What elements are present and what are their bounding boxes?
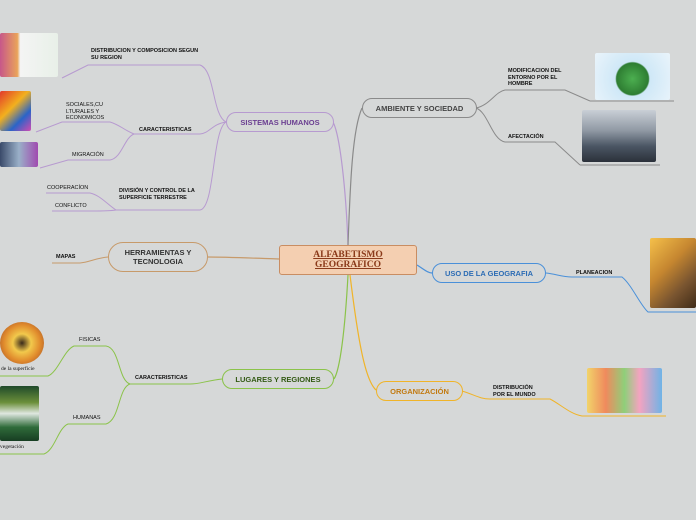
topic-lugares-regiones[interactable]: LUGARES Y REGIONES [222, 369, 334, 389]
link-sistemas [332, 121, 349, 246]
subtopic-conflicto[interactable]: CONFLICTO [55, 203, 87, 209]
signpost-thumbnail[interactable] [650, 238, 696, 308]
link-organizacion [349, 274, 377, 391]
world-map-thumbnail[interactable] [587, 368, 662, 413]
link-lugares [333, 274, 349, 380]
subtopic-fisicas[interactable]: FISICAS [79, 337, 101, 343]
topic-ambiente-sociedad[interactable]: AMBIENTE Y SOCIEDAD [362, 98, 477, 118]
culture-art-thumbnail[interactable] [0, 91, 31, 131]
green-globe-thumbnail[interactable] [595, 53, 670, 100]
topic-herramientas-tecnologia[interactable]: HERRAMIENTAS Y TECNOLOGIA [108, 242, 208, 272]
link-ambiente [347, 107, 363, 246]
vegetation-thumbnail[interactable] [0, 386, 39, 441]
region-photo-thumbnail[interactable] [0, 33, 58, 77]
subtopic-distribucion-mundo[interactable]: DISTRIBUCIÓN POR EL MUNDO [493, 385, 536, 398]
subtopic-caracteristicas-lr[interactable]: CARACTERISTICAS [135, 375, 188, 381]
migration-photo-thumbnail[interactable] [0, 142, 38, 167]
subtopic-modificacion-entorno[interactable]: MODIFICACION DEL ENTORNO POR EL HOMBRE [508, 68, 562, 87]
central-topic[interactable]: ALFABETISMO GEOGRAFICO [279, 245, 417, 275]
topic-sistemas-humanos[interactable]: SISTEMAS HUMANOS [226, 112, 334, 132]
topic-uso-geografia[interactable]: USO DE LA GEOGRAFIA [432, 263, 546, 283]
subtopic-afectacion[interactable]: AFECTACIÓN [508, 134, 544, 140]
subtopic-distribucion-region[interactable]: DISTRIBUCION Y COMPOSICION SEGUN SU REGI… [91, 48, 199, 61]
caption-superficie: de la superficie [1, 366, 35, 372]
subtopic-caracteristicas-sh[interactable]: CARACTERISTICAS [139, 127, 192, 133]
caption-vegetacion: vegetación [0, 444, 24, 450]
topic-organizacion[interactable]: ORGANIZACIÓN [376, 381, 463, 401]
subtopic-mapas[interactable]: MAPAS [56, 254, 76, 260]
subtopic-planeacion[interactable]: PLANEACION [576, 270, 613, 276]
subtopic-sociales[interactable]: SOCIALES,CU LTURALES Y ECONOMICOS [66, 102, 105, 121]
link-herramientas [207, 256, 280, 260]
subtopic-cooperacion[interactable]: COOPERACÍON [47, 185, 89, 191]
link-uso [416, 264, 433, 274]
subtopic-migracion[interactable]: MIGRACIÓN [72, 152, 104, 158]
pollution-landfill-thumbnail[interactable] [582, 110, 656, 162]
subtopic-humanas[interactable]: HUMANAS [73, 415, 101, 421]
earth-layers-thumbnail[interactable] [0, 322, 44, 364]
subtopic-division-control[interactable]: DIVISIÓN Y CONTROL DE LA SUPERFICIE TERR… [119, 188, 195, 201]
